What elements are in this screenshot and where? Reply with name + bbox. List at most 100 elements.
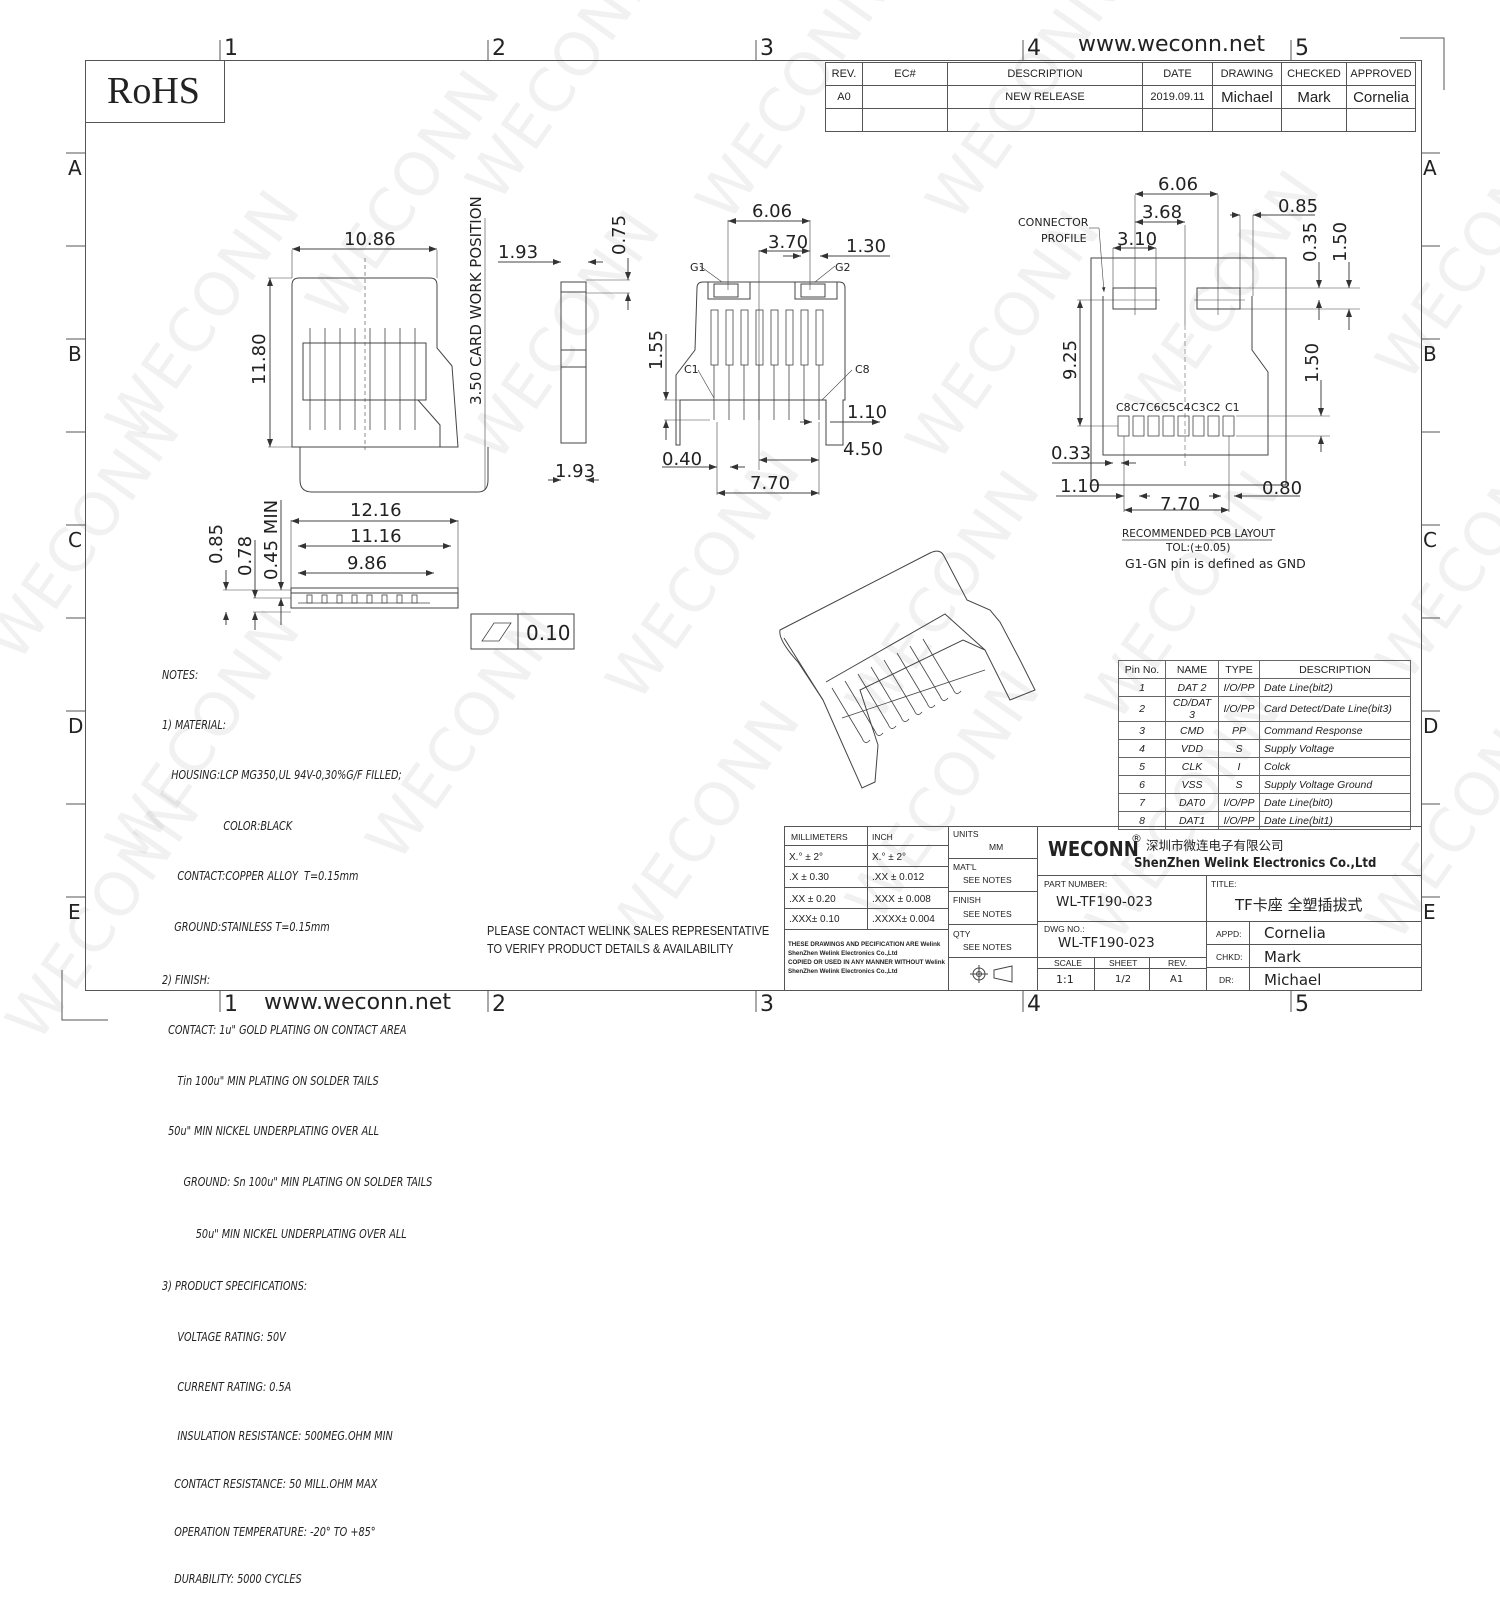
drawing-header: DRAWING [1212,62,1282,86]
dim-pin-pitch: 0.40 [662,449,702,470]
dim-tail-height: 1.55 [646,330,667,370]
zone-number: 1 [224,36,238,61]
pin-no: 1 [1118,678,1166,697]
rev-value: A1 [1170,974,1184,985]
dr-label: DR: [1219,975,1234,985]
dim-pcb-pin-span: 7.70 [1160,494,1200,515]
side-view [498,258,631,483]
dim-g-span: 6.06 [752,201,792,222]
dim-side-bottom-width: 1.93 [555,461,595,482]
dim-pcb-pad-width: 3.10 [1117,229,1157,250]
note-line: INSULATION RESISTANCE: 500MEG.OHM MIN [162,1428,393,1444]
zone-letter: D [68,714,84,738]
third-angle-projection-icon [970,965,1013,983]
dim-tail-length: 1.10 [847,402,887,423]
revision-table: REV. EC# DESCRIPTION DATE DRAWING CHECKE… [825,62,1416,132]
dwg-no-label: DWG NO.: [1044,924,1085,934]
pin-type: I [1218,757,1260,776]
pin-label-c3: C3 [1191,401,1206,414]
dim-height-min: 0.45 MIN [261,500,282,580]
pin-name: VDD [1165,739,1219,758]
drawing-title: TF卡座 全塑插拔式 [1235,896,1363,914]
zone-letter: C [1423,528,1437,552]
tol-mm: .X ± 0.30 [789,872,829,883]
drawing-cell [1212,108,1282,132]
dim-pin-span: 7.70 [750,473,790,494]
pin-name: DAT1 [1165,811,1219,830]
dr-value: Michael [1264,971,1322,989]
appd-label: APPD: [1216,929,1242,939]
dim-height-1: 0.85 [206,524,227,564]
top-view [267,218,489,493]
material-label: MAT'L [953,862,977,872]
material-value: SEE NOTES [963,875,1012,885]
part-number: WL-TF190-023 [1056,894,1153,910]
dim-pcb-right-offset: 0.85 [1278,196,1318,217]
website-url-top: www.weconn.net [1078,32,1266,57]
projection-cell [948,957,1038,991]
qty-label: QTY [953,929,971,939]
pin-type: S [1218,739,1260,758]
dim-pcb-pad-to-pins: 9.25 [1060,340,1081,380]
zone-letter: E [1423,900,1436,924]
drawing-cell: Michael [1212,85,1282,109]
dim-side-top-width: 1.93 [498,242,538,263]
pin-description: Date Line(bit0) [1259,793,1411,812]
zone-number: 3 [760,36,774,61]
pin-label-c5: C5 [1161,401,1176,414]
note-line: Tin 100u" MIN PLATING ON SOLDER TAILS [162,1072,379,1088]
pin-label-c2: C2 [1206,401,1221,414]
pin-name: DAT 2 [1165,678,1219,697]
tol-mm: .XXX± 0.10 [789,914,840,925]
note-line: 2) FINISH: [162,971,211,987]
sheet-label: SHEET [1109,958,1138,968]
gnd-note: G1-GN pin is defined as GND [1125,556,1306,571]
approved-cell [1346,108,1416,132]
dim-pcb-pad-top: 0.35 [1300,222,1321,262]
zone-number: 5 [1295,36,1309,61]
rev-label: REV. [1168,958,1188,968]
flatness-tolerance-frame [470,613,575,650]
revision-header-row: REV. EC# DESCRIPTION DATE DRAWING CHECKE… [825,62,1416,86]
pin-description: Date Line(bit1) [1259,811,1411,830]
pin-label-c7: C7 [1131,401,1146,414]
pin-name: CLK [1165,757,1219,776]
part-number-label: PART NUMBER: [1044,879,1108,889]
tol-inch: .XXXX± 0.004 [872,914,935,925]
note-line: DURABILITY: 5000 CYCLES [162,1571,302,1587]
description-header: DESCRIPTION [947,62,1143,86]
scale-label: SCALE [1054,958,1082,968]
zone-number: 1 [224,992,238,1017]
revision-row [825,108,1416,132]
dim-pcb-pin-pad-height: 1.50 [1302,343,1323,383]
dim-pcb-left-offset: 1.10 [1060,476,1100,497]
date-header: DATE [1142,62,1213,86]
label-c8: C8 [855,363,870,376]
zone-number: 5 [1295,992,1309,1017]
drawing-frame [85,60,1422,991]
pin-description: Colck [1259,757,1411,776]
disclaimer-line: COPIED OR USED IN ANY MANNER WITHOUT Wel… [788,959,945,966]
pin-table-header: Pin No. NAME TYPE DESCRIPTION [1118,660,1411,679]
note-line: CURRENT RATING: 0.5A [162,1379,292,1395]
dim-center-to-g2: 3.70 [768,232,808,253]
tol-inch: .XX ± 0.012 [872,872,925,883]
pin-no: 4 [1118,739,1166,758]
label-g1: G1 [690,261,706,274]
company-name-en: ShenZhen Welink Electronics Co.,Ltd [1134,856,1377,871]
finish-value: SEE NOTES [963,909,1012,919]
note-line: CONTACT: 1u" GOLD PLATING ON CONTACT ARE… [162,1022,407,1038]
dim-side-top-height: 0.75 [609,215,630,255]
note-line: 1) MATERIAL: [162,716,227,732]
dim-pcb-center-left: 3.68 [1142,202,1182,223]
dim-pcb-pad-height: 1.50 [1330,222,1351,262]
checked-header: CHECKED [1281,62,1347,86]
zone-number: 2 [492,36,506,61]
dwg-no: WL-TF190-023 [1058,935,1155,951]
note-line: 50u" MIN NICKEL UNDERPLATING OVER ALL [162,1123,380,1139]
